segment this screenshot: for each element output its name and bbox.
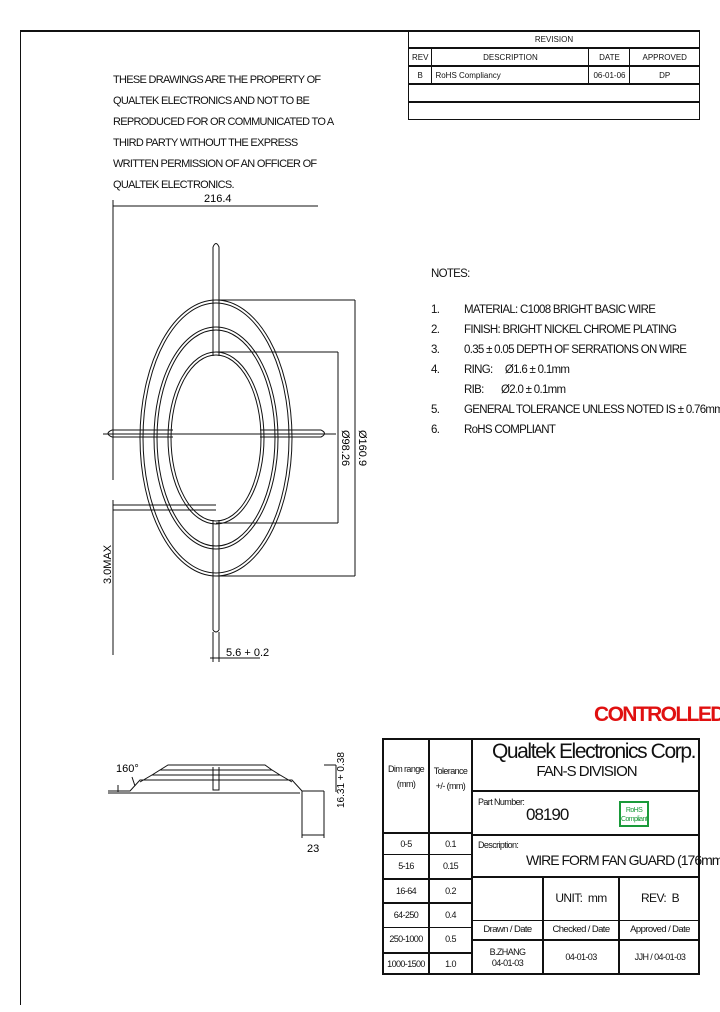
description-label: Description:	[478, 840, 519, 850]
title-block: Dim range (mm) Tolerance +/- (mm) 0-5 0.…	[382, 738, 720, 975]
controlled-stamp: CONTROLLED	[594, 703, 720, 726]
note-item: RIB: Ø2.0 ± 0.1mm	[464, 384, 566, 396]
checked-label: Checked / Date	[542, 920, 618, 939]
unit-label: UNIT: mm	[542, 876, 618, 920]
revision-row	[408, 101, 700, 120]
division-name: FAN-S DIVISION	[536, 763, 637, 780]
dim-range-cell: 0-5	[384, 832, 428, 854]
drawn-value: B.ZHANG 04-01-03	[471, 939, 542, 975]
note-item: 3.0.35 ± 0.05 DEPTH OF SERRATIONS ON WIR…	[431, 344, 687, 356]
inner-ring	[167, 351, 265, 525]
description-header: DESCRIPTION	[431, 47, 590, 67]
notes: NOTES: 1.MATERIAL: C1008 BRIGHT BASIC WI…	[431, 268, 720, 444]
part-number-label: Part Number:	[478, 797, 525, 807]
inner-dia-dimension: Ø98.26	[339, 430, 351, 466]
tolerance-cell: 0.1	[428, 832, 471, 854]
rev-header: REV	[407, 47, 433, 67]
dim-range-cell: 16-64	[384, 878, 428, 902]
revision-row	[408, 83, 700, 103]
note-item: 5.GENERAL TOLERANCE UNLESS NOTED IS ± 0.…	[431, 404, 720, 416]
rohs-compliant-badge: RoHS Compliant	[619, 801, 649, 827]
rib-width-dimension: 5.6 + 0.2	[226, 647, 269, 659]
dim-range-cell: 64-250	[384, 902, 428, 927]
part-description: WIRE FORM FAN GUARD (176mm)	[526, 852, 720, 868]
approved-cell: DP	[629, 65, 700, 85]
thickness-dimension: 3.0MAX	[102, 544, 114, 584]
sheet-border-left	[20, 30, 21, 1005]
date-cell: 06-01-06	[588, 65, 631, 85]
note-item: 2.FINISH: BRIGHT NICKEL CHROME PLATING	[431, 324, 677, 336]
description-cell: RoHS Compliancy	[431, 65, 590, 85]
tolerance-header: Tolerance +/- (mm)	[428, 740, 471, 832]
date-header: DATE	[588, 47, 631, 67]
height-dimension: 16.31 + 0.38	[336, 752, 347, 808]
note-item: 1.MATERIAL: C1008 BRIGHT BASIC WIRE	[431, 304, 656, 316]
company-header: Qualtek Electronics Corp. FAN-S DIVISION	[471, 740, 700, 790]
sheet-border-top	[20, 30, 700, 32]
note-item: 4.RING: Ø1.6 ± 0.1mm	[431, 364, 570, 376]
middle-ring	[153, 326, 279, 550]
company-name: Qualtek Electronics Corp.	[491, 740, 697, 763]
tolerance-cell: 0.2	[428, 878, 471, 902]
rev-label: REV: B	[618, 876, 700, 920]
dim-range-header: Dim range (mm)	[387, 764, 425, 789]
foot-dimension: 23	[307, 843, 319, 855]
notes-title: NOTES:	[431, 268, 470, 280]
approved-header: APPROVED	[629, 47, 700, 67]
note-item: 6.RoHS COMPLIANT	[431, 424, 556, 436]
dim-range-cell: 250-1000	[384, 927, 428, 952]
part-number: 08190	[526, 805, 569, 824]
blank-cell	[471, 876, 542, 920]
tolerance-cell: 0.5	[428, 927, 471, 952]
checked-value: 04-01-03	[542, 939, 618, 975]
tolerance-cell: 0.4	[428, 902, 471, 927]
dim-range-cell: 1000-1500	[384, 952, 428, 975]
side-view	[108, 764, 337, 838]
approved-value: JJH / 04-01-03	[618, 939, 700, 975]
approved-label: Approved / Date	[618, 920, 700, 939]
drawn-label: Drawn / Date	[471, 920, 542, 939]
description-section: Description: WIRE FORM FAN GUARD (176mm)	[471, 834, 720, 876]
revision-row: B RoHS Compliancy 06-01-06 DP	[407, 65, 700, 85]
revision-table: REVISION REV DESCRIPTION DATE APPROVED B…	[407, 30, 700, 120]
part-number-section: Part Number: 08190 RoHS Compliant	[471, 790, 700, 834]
outer-dia-dimension: Ø160.9	[356, 430, 368, 466]
vertical-rib	[212, 243, 220, 633]
width-dimension: 216.4	[204, 193, 232, 205]
revision-title: REVISION	[408, 30, 700, 49]
angle-dimension: 160°	[116, 763, 139, 775]
tolerance-cell: 0.15	[428, 854, 471, 878]
dim-range-cell: 5-16	[384, 854, 428, 878]
dimension-lines	[112, 200, 356, 662]
property-disclaimer: THESE DRAWINGS ARE THE PROPERTY OF QUALT…	[113, 74, 334, 191]
tolerance-cell: 1.0	[428, 952, 471, 975]
outer-ring	[139, 299, 293, 577]
rev-cell: B	[407, 65, 433, 85]
